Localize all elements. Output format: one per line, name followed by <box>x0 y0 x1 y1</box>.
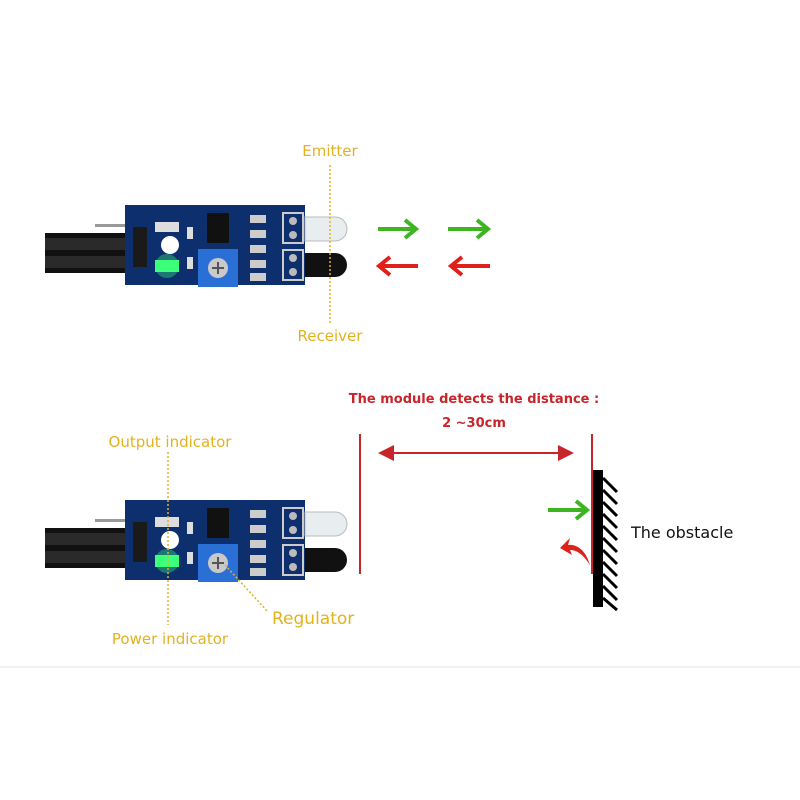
arrow-left-icon <box>375 255 418 277</box>
arrow-left-icon <box>447 255 490 277</box>
incident-arrow-icon <box>548 499 591 521</box>
reflect-arrow-icon <box>560 538 590 565</box>
obstacle-label: The obstacle <box>630 523 733 542</box>
power-indicator-label: Power indicator <box>112 630 229 648</box>
receiver-label: Receiver <box>298 327 364 345</box>
reflected-arrows <box>375 255 490 277</box>
regulator-label: Regulator <box>272 609 354 629</box>
output-indicator-label: Output indicator <box>109 433 233 451</box>
ir-sensor-module-bottom <box>44 499 348 583</box>
arrow-right-icon <box>378 218 420 240</box>
distance-title: The module detects the distance : <box>349 392 599 407</box>
distance-range: 2 ~30cm <box>442 416 506 431</box>
obstacle-wall <box>593 470 603 607</box>
emitted-arrows <box>378 218 492 240</box>
emitter-label: Emitter <box>302 142 358 160</box>
regulator-leader <box>224 564 269 613</box>
ir-sensor-module-top <box>44 204 348 288</box>
arrow-right-icon <box>448 218 492 240</box>
obstacle-hatching <box>601 476 619 612</box>
